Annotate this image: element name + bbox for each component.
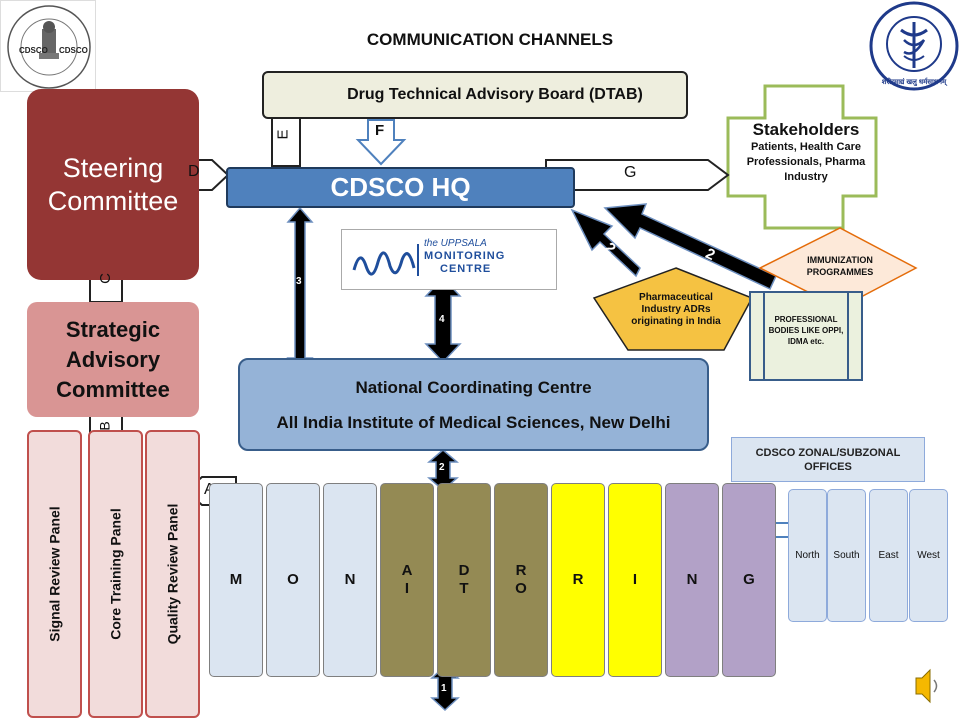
- monitoring-column: N: [665, 483, 719, 677]
- pharma-pentagon: [592, 267, 754, 351]
- zonal-offices-title: CDSCO ZONAL/SUBZONAL OFFICES: [731, 437, 925, 482]
- stakeholders-text: Stakeholders Patients, Health Care Profe…: [733, 120, 879, 185]
- speaker-icon: [915, 668, 938, 704]
- arrow-2-professional-shape: [603, 203, 777, 290]
- dtab-box: Drug Technical Advisory Board (DTAB): [262, 71, 688, 119]
- zonal-office-north: North: [788, 489, 827, 622]
- quality-review-panel: Quality Review Panel: [145, 430, 200, 718]
- arrow-c-label: C: [96, 273, 114, 284]
- steering-committee-box: Steering Committee: [27, 89, 199, 280]
- core-training-panel: Core Training Panel: [88, 430, 143, 718]
- aiims-logo: शरीरमाद्यं खलु धर्मसाधनम्: [868, 0, 960, 92]
- monitoring-column: A I: [380, 483, 434, 677]
- arrow-f-shape: [355, 119, 407, 166]
- monitoring-column: N: [323, 483, 377, 677]
- arrow-d-label: D: [188, 163, 200, 180]
- arrow-3-label: 3: [296, 276, 302, 287]
- pharma-adrs-label: Pharmaceutical Industry ADRs originating…: [631, 292, 721, 327]
- cdsco-logo-right-text: CDSCO: [59, 46, 88, 55]
- stakeholders-cross: [726, 84, 878, 230]
- monitoring-column: M: [209, 483, 263, 677]
- signal-review-panel-label: Signal Review Panel: [46, 506, 63, 642]
- monitoring-column: I: [608, 483, 662, 677]
- zonal-office-west: West: [909, 489, 948, 622]
- arrow-g-label: G: [624, 164, 637, 181]
- monitoring-column: D T: [437, 483, 491, 677]
- arrow-2-pharma-shape: [570, 208, 641, 278]
- arrow-4-label: 4: [439, 314, 445, 325]
- stakeholders-title: Stakeholders: [752, 120, 860, 139]
- aiims-motto: शरीरमाद्यं खलु धर्मसाधनम्: [882, 77, 948, 87]
- arrow-2-bottom-label: 2: [439, 462, 445, 473]
- stakeholders-subtitle: Patients, Health Care Professionals, Pha…: [746, 141, 866, 183]
- diagram-title: COMMUNICATION CHANNELS: [366, 30, 614, 49]
- national-coordinating-centre-box: National Coordinating Centre All India I…: [238, 358, 709, 451]
- cdsco-logo: CDSCO CDSCO: [0, 0, 96, 92]
- professional-bodies-box: [749, 291, 863, 381]
- strategic-advisory-committee-box: Strategic Advisory Committee: [27, 302, 199, 417]
- monitoring-column: G: [722, 483, 776, 677]
- umc-line3: CENTRE: [440, 263, 492, 275]
- umc-line2: MONITORING: [424, 250, 506, 262]
- arrow-3-shape: [286, 206, 314, 374]
- zonal-office-east: East: [869, 489, 908, 622]
- monitoring-column: R: [551, 483, 605, 677]
- professional-bodies-label: PROFESSIONAL BODIES LIKE OPPI, IDMA etc.: [768, 315, 844, 346]
- arrow-f-label: F: [375, 122, 385, 139]
- quality-review-panel-label: Quality Review Panel: [164, 503, 181, 645]
- arrow-1-label: 1: [441, 683, 447, 694]
- ncc-line1: National Coordinating Centre: [355, 377, 592, 397]
- umc-line1: the UPPSALA: [424, 238, 487, 249]
- arrow-e-label: E: [274, 129, 292, 140]
- cdsco-logo-left-text: CDSCO: [19, 46, 48, 55]
- core-training-panel-label: Core Training Panel: [107, 508, 124, 640]
- monitoring-column: R O: [494, 483, 548, 677]
- cdsco-hq-box: CDSCO HQ: [226, 167, 575, 208]
- zonal-office-south: South: [827, 489, 866, 622]
- ncc-line2: All India Institute of Medical Sciences,…: [276, 412, 671, 432]
- monitoring-column: O: [266, 483, 320, 677]
- signal-review-panel: Signal Review Panel: [27, 430, 82, 718]
- arrow-1-shape: [430, 664, 460, 712]
- immunization-label: IMMUNIZATION PROGRAMMES: [806, 255, 874, 277]
- uppsala-monitoring-centre-logo: the UPPSALA MONITORING CENTRE: [341, 229, 557, 290]
